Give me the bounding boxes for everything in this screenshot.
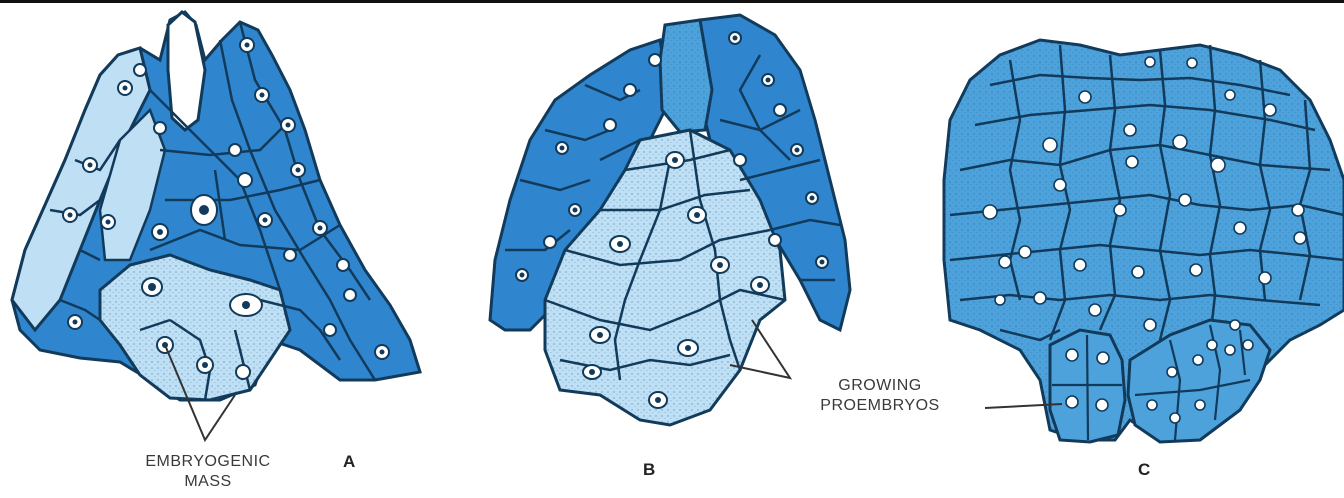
panel-b-drawing xyxy=(490,15,850,425)
panel-a-drawing xyxy=(12,12,420,440)
top-border xyxy=(0,0,1344,3)
panel-b-label: GROWING PROEMBRYOS xyxy=(780,376,980,416)
panel-a-label: EMBRYOGENIC MASS xyxy=(108,452,308,492)
panel-a-letter: A xyxy=(343,452,355,472)
panel-b-label-line-1: GROWING xyxy=(780,376,980,396)
panel-c-letter: C xyxy=(1138,460,1150,480)
panel-a-label-line-1: EMBRYOGENIC xyxy=(108,452,308,472)
panel-b-letter: B xyxy=(643,460,655,480)
panel-c-drawing xyxy=(944,40,1344,442)
panel-a-label-line-2: MASS xyxy=(108,472,308,492)
panel-b-label-line-2: PROEMBRYOS xyxy=(780,396,980,416)
